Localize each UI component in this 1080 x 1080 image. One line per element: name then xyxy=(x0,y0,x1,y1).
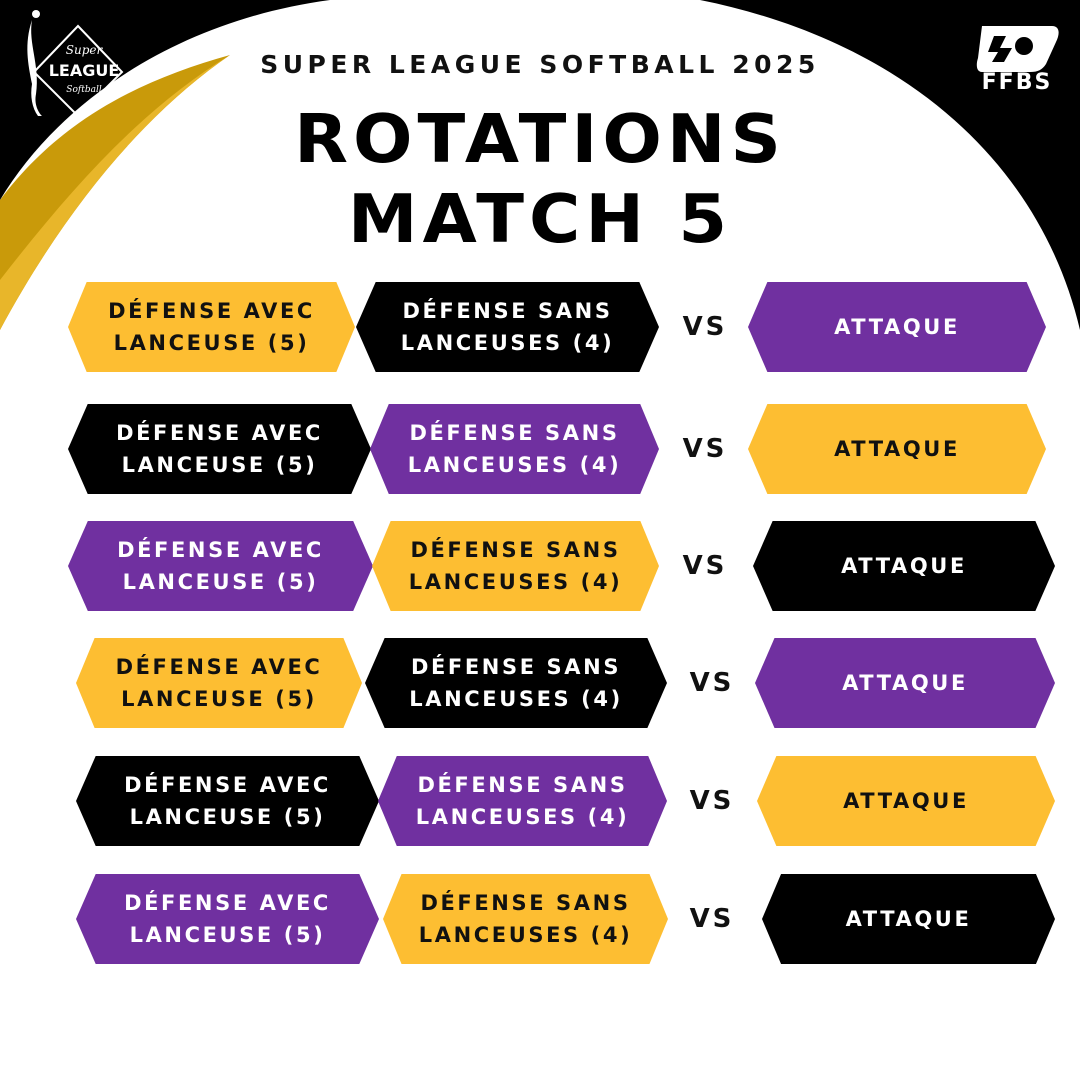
badge-line2: LANCEUSES (4) xyxy=(409,687,623,711)
svg-text:LEAGUE: LEAGUE xyxy=(49,61,120,80)
badge-line1: DÉFENSE SANS xyxy=(409,421,620,445)
page-title-line2: MATCH 5 xyxy=(347,180,733,258)
badge-line2: LANCEUSE (5) xyxy=(113,331,310,355)
attack-label: ATTAQUE xyxy=(842,671,968,695)
rotation-row: DÉFENSE AVEC LANCEUSE (5) DÉFENSE SANS LAN… xyxy=(0,638,1080,730)
defense-without-pitchers-badge: DÉFENSE SANS LANCEUSES (4) xyxy=(372,521,659,611)
defense-without-pitchers-badge: DÉFENSE SANS LANCEUSES (4) xyxy=(378,756,667,846)
rotation-row: DÉFENSE AVEC LANCEUSE (5) DÉFENSE SANS LAN… xyxy=(0,404,1080,496)
svg-text:Super: Super xyxy=(66,43,104,57)
badge-line1: DÉFENSE AVEC xyxy=(124,773,331,797)
attack-badge: ATTAQUE xyxy=(748,282,1046,372)
attack-badge: ATTAQUE xyxy=(762,874,1055,964)
badge-line1: DÉFENSE SANS xyxy=(410,538,621,562)
defense-without-pitchers-badge: DÉFENSE SANS LANCEUSES (4) xyxy=(356,282,659,372)
badge-line2: LANCEUSES (4) xyxy=(407,453,622,477)
defense-with-pitcher-badge: DÉFENSE AVEC LANCEUSE (5) xyxy=(76,638,362,728)
badge-line2: LANCEUSES (4) xyxy=(400,331,615,355)
super-league-logo: Super LEAGUE Softball xyxy=(18,4,126,120)
defense-with-pitcher-badge: DÉFENSE AVEC LANCEUSE (5) xyxy=(68,521,373,611)
page-title-line1: ROTATIONS xyxy=(294,100,786,178)
badge-line2: LANCEUSE (5) xyxy=(129,805,326,829)
attack-label: ATTAQUE xyxy=(843,789,969,813)
badge-line2: LANCEUSE (5) xyxy=(121,453,318,477)
badge-line1: DÉFENSE SANS xyxy=(420,891,631,915)
vs-label: VS xyxy=(682,434,728,464)
rotation-row: DÉFENSE AVEC LANCEUSE (5) DÉFENSE SANS LAN… xyxy=(0,874,1080,966)
svg-text:Softball: Softball xyxy=(66,85,102,95)
attack-badge: ATTAQUE xyxy=(755,638,1055,728)
vs-label: VS xyxy=(682,551,728,581)
attack-label: ATTAQUE xyxy=(834,437,960,461)
vs-label: VS xyxy=(689,786,735,816)
defense-with-pitcher-badge: DÉFENSE AVEC LANCEUSE (5) xyxy=(76,874,379,964)
defense-without-pitchers-badge: DÉFENSE SANS LANCEUSES (4) xyxy=(383,874,668,964)
badge-line2: LANCEUSES (4) xyxy=(408,570,623,594)
defense-without-pitchers-badge: DÉFENSE SANS LANCEUSES (4) xyxy=(365,638,667,728)
rotation-row: DÉFENSE AVEC LANCEUSE (5) DÉFENSE SANS LAN… xyxy=(0,756,1080,848)
league-subtitle: SUPER LEAGUE SOFTBALL 2025 xyxy=(260,50,820,79)
badge-line1: DÉFENSE AVEC xyxy=(124,891,331,915)
defense-without-pitchers-badge: DÉFENSE SANS LANCEUSES (4) xyxy=(370,404,659,494)
attack-badge: ATTAQUE xyxy=(757,756,1055,846)
attack-label: ATTAQUE xyxy=(845,907,972,931)
vs-label: VS xyxy=(682,312,728,342)
badge-line2: LANCEUSE (5) xyxy=(122,570,319,594)
badge-line2: LANCEUSES (4) xyxy=(415,805,630,829)
badge-line1: DÉFENSE SANS xyxy=(410,655,622,679)
attack-label: ATTAQUE xyxy=(841,554,967,578)
badge-line1: DÉFENSE SANS xyxy=(402,299,613,323)
badge-line1: DÉFENSE AVEC xyxy=(116,421,323,445)
ffbs-logo-text: FFBS xyxy=(981,70,1053,95)
badge-line1: DÉFENSE AVEC xyxy=(117,538,324,562)
badge-line1: DÉFENSE AVEC xyxy=(115,655,323,679)
badge-line1: DÉFENSE AVEC xyxy=(108,299,315,323)
defense-with-pitcher-badge: DÉFENSE AVEC LANCEUSE (5) xyxy=(76,756,379,846)
rotation-row: DÉFENSE AVEC LANCEUSE (5) DÉFENSE SANS LAN… xyxy=(0,521,1080,613)
attack-label: ATTAQUE xyxy=(834,315,960,339)
defense-with-pitcher-badge: DÉFENSE AVEC LANCEUSE (5) xyxy=(68,404,371,494)
vs-label: VS xyxy=(689,904,735,934)
vs-label: VS xyxy=(689,668,735,698)
defense-with-pitcher-badge: DÉFENSE AVEC LANCEUSE (5) xyxy=(68,282,355,372)
badge-line2: LANCEUSE (5) xyxy=(129,923,326,947)
ffbs-logo xyxy=(972,24,1062,102)
badge-line2: LANCEUSES (4) xyxy=(418,923,633,947)
badge-line1: DÉFENSE SANS xyxy=(417,773,628,797)
rotation-row: DÉFENSE AVEC LANCEUSE (5) DÉFENSE SANS LAN… xyxy=(0,282,1080,374)
attack-badge: ATTAQUE xyxy=(748,404,1046,494)
attack-badge: ATTAQUE xyxy=(753,521,1055,611)
badge-line2: LANCEUSE (5) xyxy=(121,687,317,711)
